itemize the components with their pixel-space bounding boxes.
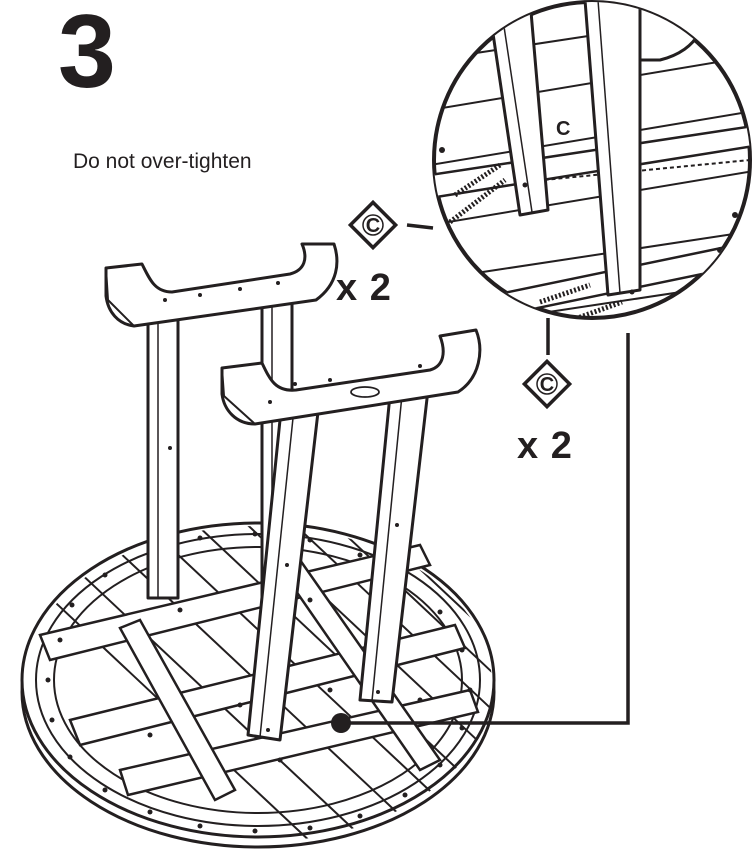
quantity-label: x 2 <box>336 267 392 309</box>
table-top <box>20 521 496 849</box>
quantity-label: x 2 <box>517 425 573 467</box>
svg-text:C: C <box>556 118 570 140</box>
hardware-letter: C <box>540 374 554 396</box>
screw-icon <box>448 162 623 318</box>
hardware-c-diamond-icon: C <box>347 199 399 251</box>
detail-zoom-circle: C <box>432 0 752 320</box>
hardware-c-diamond-icon: C <box>521 358 573 410</box>
hardware-letter: C <box>366 215 380 237</box>
leader-lines <box>344 223 630 725</box>
leader-dot-icon <box>331 713 351 733</box>
leg-assembly-front <box>220 328 482 742</box>
step-number: 3 <box>58 0 116 110</box>
instruction-text: Do not over-tighten <box>73 150 252 173</box>
